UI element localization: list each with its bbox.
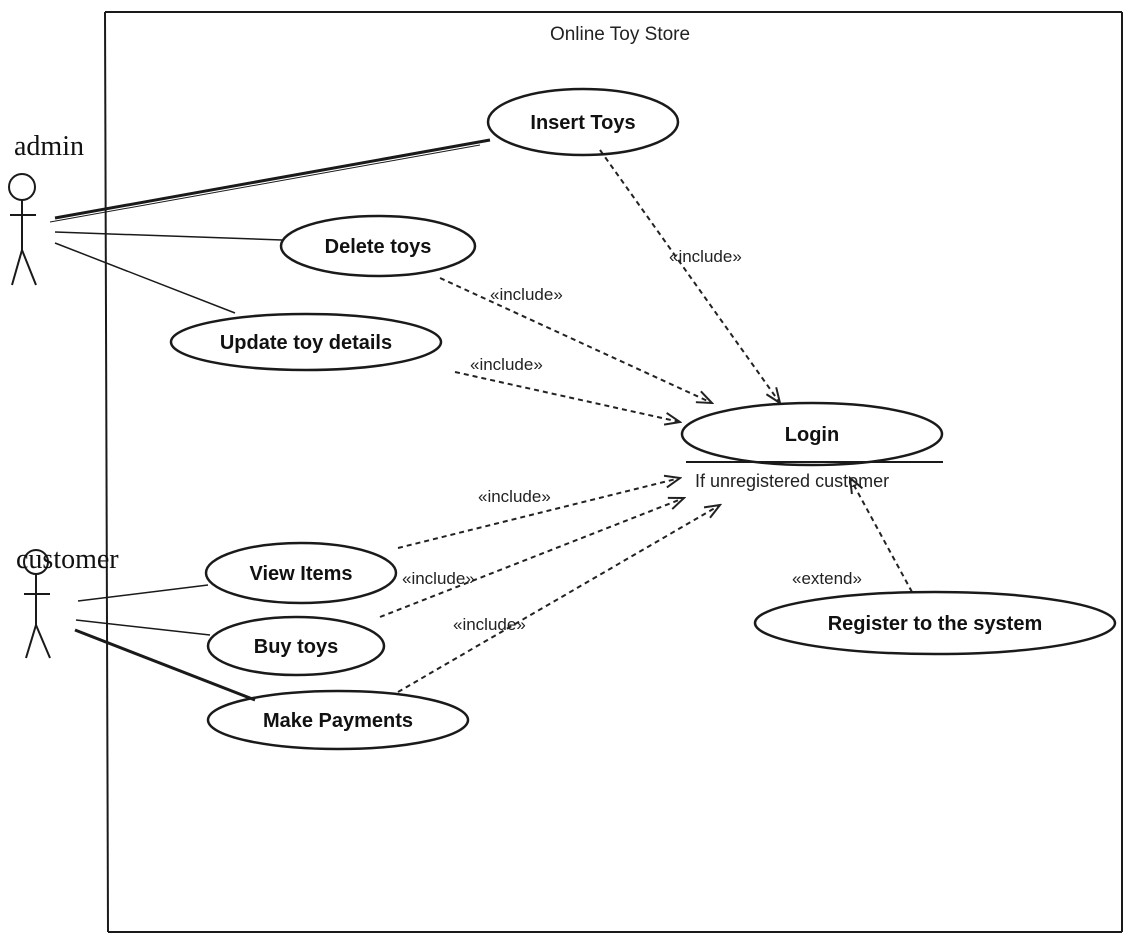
use-case-login-condition: If unregistered customer — [695, 471, 889, 491]
include-label-update: «include» — [470, 355, 543, 374]
use-case-update-toy-details: Update toy details — [169, 312, 443, 372]
system-title: Online Toy Store — [550, 24, 690, 45]
include-dependencies — [379, 149, 780, 693]
include-label-view: «include» — [478, 487, 551, 506]
include-label-buy: «include» — [402, 569, 475, 588]
use-case-login: Login If unregistered customer — [680, 401, 944, 491]
extend-label-register: «extend» — [792, 569, 862, 588]
use-case-insert-toys: Insert Toys — [486, 87, 680, 157]
system-boundary — [104, 11, 1123, 933]
extend-dependency — [850, 478, 913, 593]
use-case-register-label: Register to the system — [828, 613, 1043, 635]
use-case-update-toy-details-label: Update toy details — [220, 332, 392, 354]
use-case-insert-toys-label: Insert Toys — [530, 112, 635, 134]
admin-actor — [8, 173, 37, 286]
customer-actor-label: customer — [16, 544, 119, 575]
use-case-make-payments-label: Make Payments — [263, 710, 413, 732]
include-label-payments: «include» — [453, 615, 526, 634]
customer-associations — [74, 584, 256, 702]
use-case-buy-toys: Buy toys — [206, 615, 386, 677]
include-label-delete: «include» — [490, 285, 563, 304]
use-case-delete-toys: Delete toys — [279, 214, 477, 278]
use-case-login-label: Login — [785, 424, 839, 446]
use-case-make-payments: Make Payments — [206, 689, 470, 751]
customer-actor — [23, 549, 51, 659]
use-case-view-items: View Items — [204, 541, 398, 605]
use-case-delete-toys-label: Delete toys — [325, 236, 432, 258]
use-case-view-items-label: View Items — [249, 563, 352, 585]
use-case-register: Register to the system — [753, 590, 1117, 656]
use-case-buy-toys-label: Buy toys — [254, 636, 338, 658]
admin-associations — [49, 138, 491, 314]
include-label-insert: «include» — [669, 247, 742, 266]
admin-actor-label: admin — [14, 131, 84, 162]
